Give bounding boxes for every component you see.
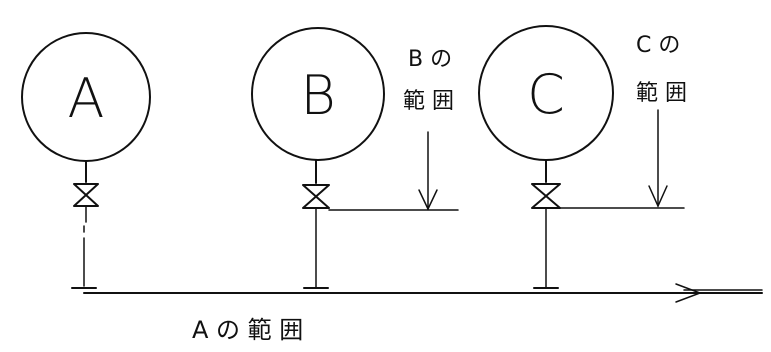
tank-b-label: B [300,64,335,127]
valve-b-icon [302,184,330,209]
scope-b-label-line1: B の [408,47,452,72]
tank-b-circle [251,27,385,161]
scope-b-arrow-icon [418,131,438,211]
scope-a-label: A の 範 囲 [192,316,303,344]
header-flow-arrow-icon [675,283,763,303]
tank-b: B [251,27,385,161]
valve-a-icon [73,183,99,207]
scope-c-arrow-icon [648,109,668,208]
tank-a-label: A [68,67,105,130]
scope-c-label-line2: 範 囲 [636,81,687,106]
scope-c-label-line1: C の [636,33,680,58]
tank-a: A [21,32,151,162]
valve-c-icon [531,183,561,209]
tank-c: C [478,25,614,161]
scope-b-label-line2: 範 囲 [403,89,454,114]
tank-c-label: C [527,63,565,126]
